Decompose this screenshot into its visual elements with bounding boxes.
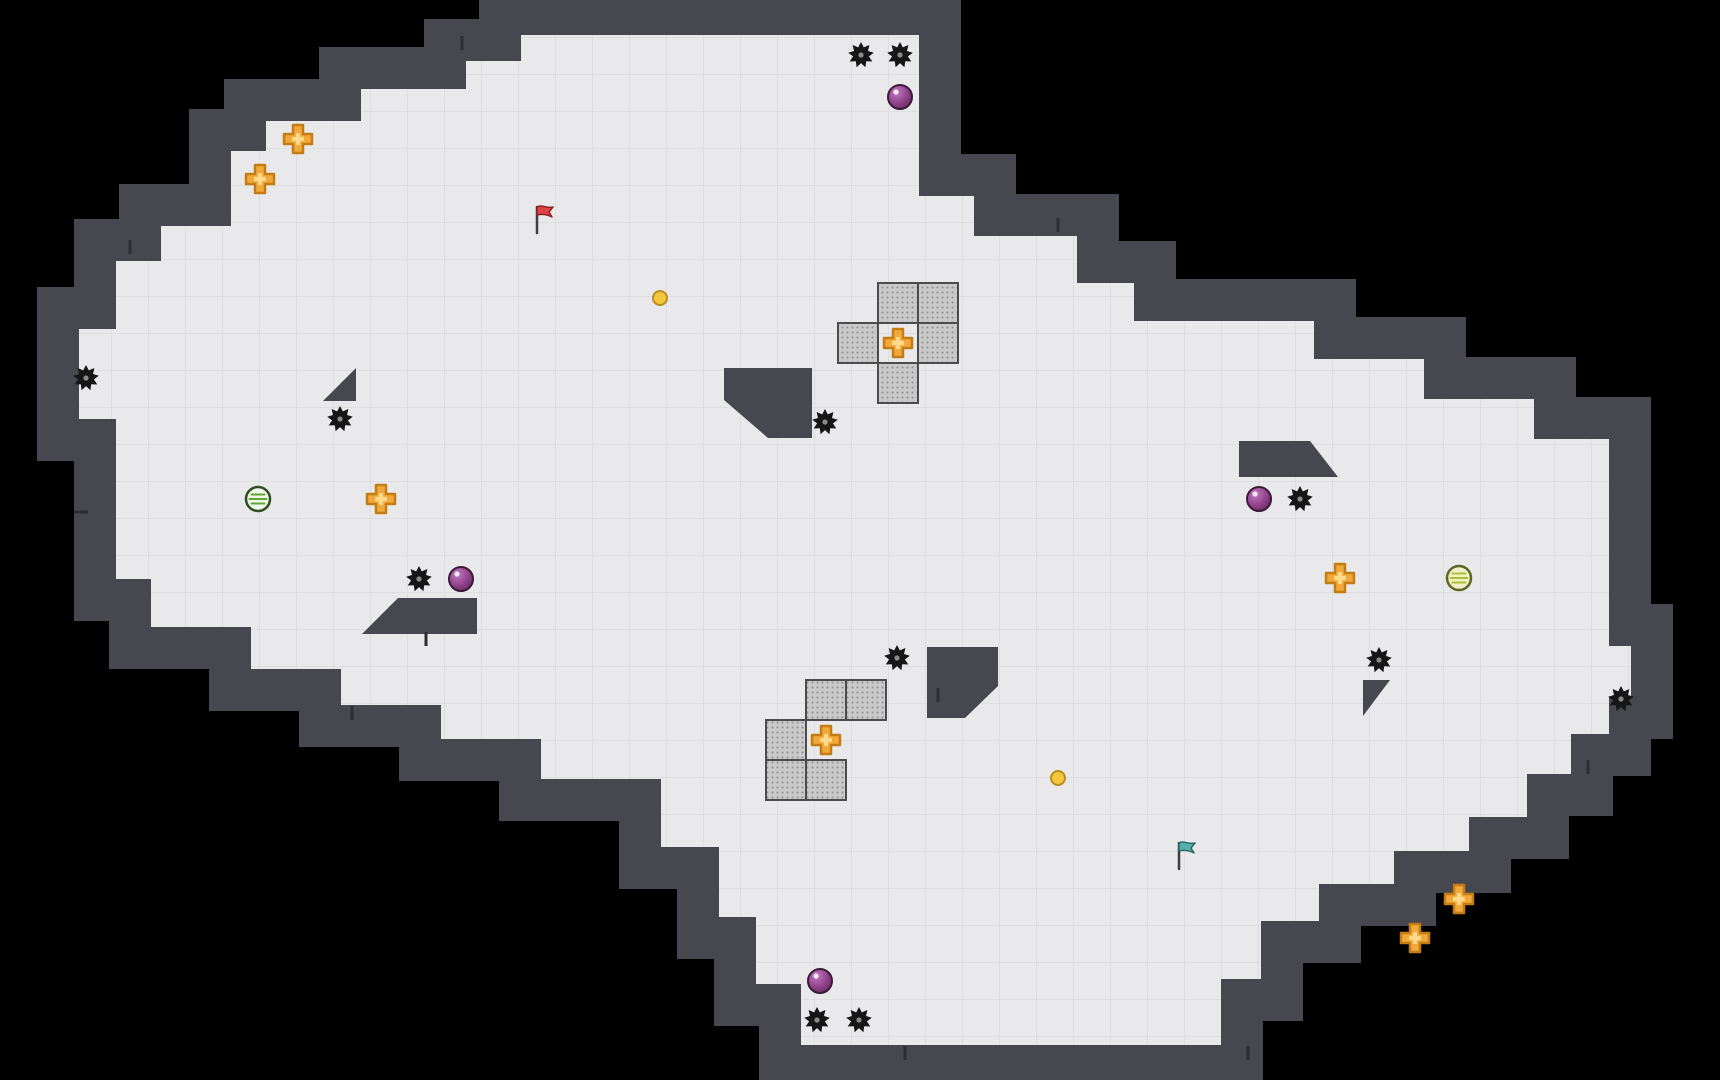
plus-pickup bbox=[365, 483, 397, 515]
saw-gear bbox=[884, 645, 910, 671]
saw-gear bbox=[1608, 686, 1634, 712]
wall-tick bbox=[936, 688, 940, 702]
saw-gear bbox=[848, 42, 874, 68]
textured-block bbox=[837, 322, 879, 364]
wall-tick bbox=[1056, 218, 1060, 232]
items-layer bbox=[73, 42, 1634, 1033]
textured-block bbox=[805, 679, 847, 721]
plus-pickup bbox=[282, 123, 314, 155]
textured-block bbox=[917, 282, 959, 324]
coin bbox=[1050, 770, 1066, 786]
platform-block bbox=[1239, 441, 1338, 477]
textured-block bbox=[917, 322, 959, 364]
map-floor bbox=[37, 0, 1673, 1080]
saw-gear bbox=[846, 1007, 872, 1033]
plus-pickup bbox=[1399, 922, 1431, 954]
map-layer bbox=[37, 0, 1673, 1080]
saw-gear bbox=[1287, 486, 1313, 512]
textured-block bbox=[877, 362, 919, 404]
textured-block bbox=[805, 759, 847, 801]
wall-ticks-layer bbox=[74, 36, 1590, 1060]
bomb-orb bbox=[1246, 486, 1272, 512]
saw-gear bbox=[406, 566, 432, 592]
wall-tick bbox=[74, 510, 88, 514]
saw-gear bbox=[1366, 647, 1392, 673]
wall-tick bbox=[903, 1046, 907, 1060]
bomb-orb bbox=[807, 968, 833, 994]
wall-tick bbox=[1586, 760, 1590, 774]
saw-gear bbox=[73, 365, 99, 391]
wall-tick bbox=[1246, 1046, 1250, 1060]
wall-tick bbox=[460, 36, 464, 50]
wall-tick bbox=[128, 240, 132, 254]
plus-pickup bbox=[244, 163, 276, 195]
bomb-orb bbox=[448, 566, 474, 592]
plus-pickup bbox=[1324, 562, 1356, 594]
textured-block bbox=[877, 282, 919, 324]
bomb-orb bbox=[887, 84, 913, 110]
plus-pickup bbox=[1443, 883, 1475, 915]
wall-tick bbox=[424, 632, 428, 646]
platform-block bbox=[724, 368, 812, 438]
saw-gear bbox=[327, 406, 353, 432]
platform-block bbox=[362, 598, 477, 634]
flag-teal bbox=[1177, 841, 1196, 871]
wall-tick bbox=[350, 706, 354, 720]
saw-gear bbox=[887, 42, 913, 68]
coin bbox=[652, 290, 668, 306]
wedge-ramp bbox=[1363, 680, 1390, 716]
textured-block bbox=[765, 759, 807, 801]
melon-pickup bbox=[1445, 564, 1473, 592]
saw-gear bbox=[804, 1007, 830, 1033]
plus-pickup bbox=[882, 327, 914, 359]
textured-block bbox=[845, 679, 887, 721]
textured-block bbox=[765, 719, 807, 761]
flag-red bbox=[535, 205, 554, 235]
platform-block bbox=[927, 647, 998, 718]
textured-tiles-layer bbox=[765, 282, 959, 801]
wedge-ramp bbox=[323, 368, 356, 401]
plus-pickup bbox=[810, 724, 842, 756]
saw-gear bbox=[812, 409, 838, 435]
platforms-layer bbox=[323, 368, 1390, 718]
melon-pickup bbox=[244, 485, 272, 513]
